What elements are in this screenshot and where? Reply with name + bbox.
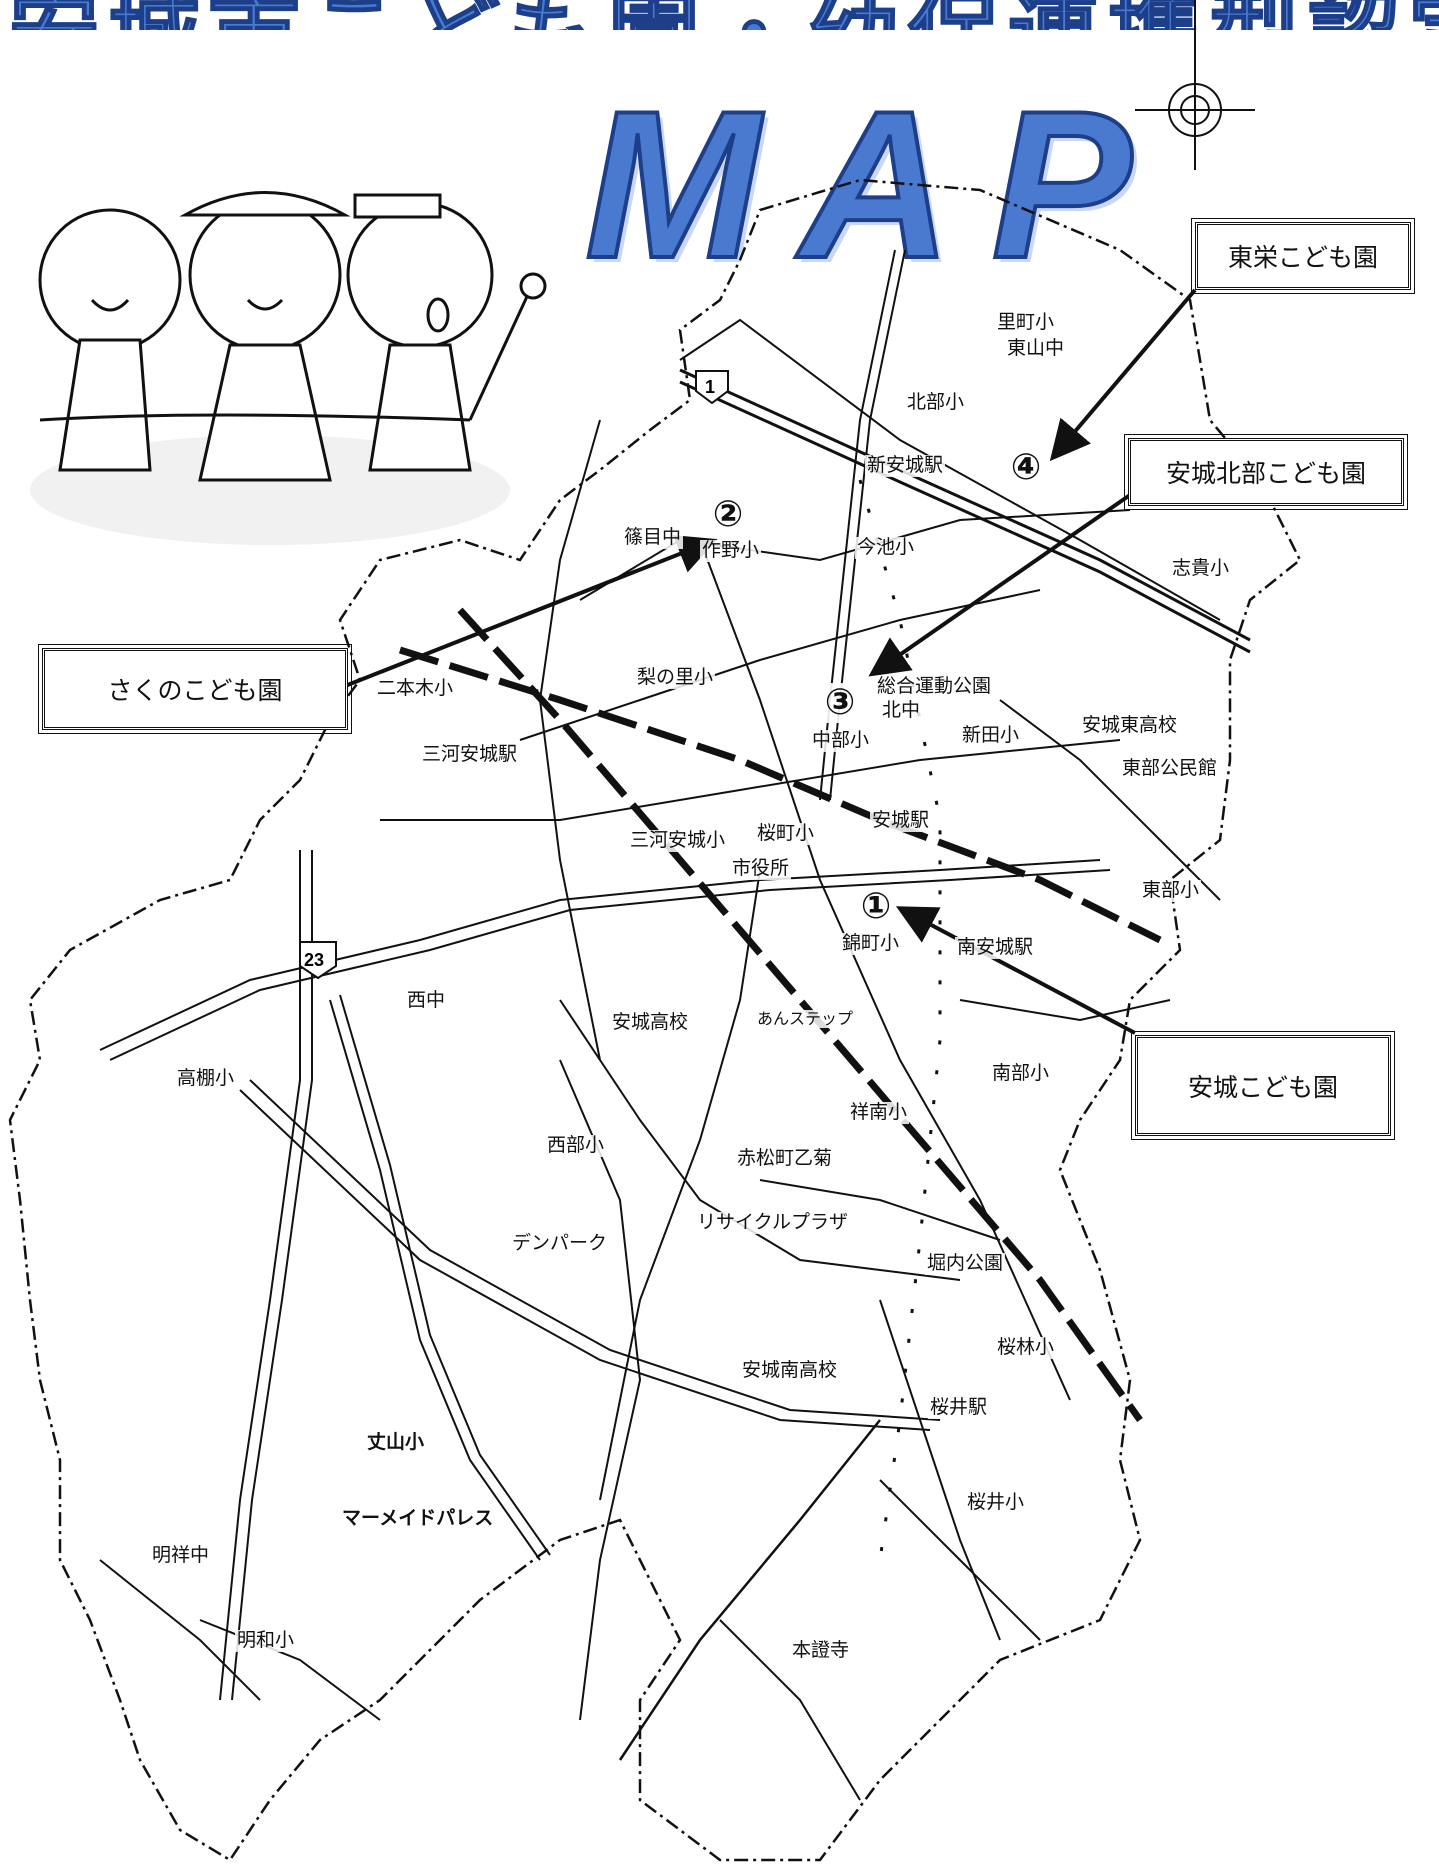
label-minami-anjo-station: 南安城駅	[955, 936, 1036, 959]
label-mikawa-anjo-sho: 三河安城小	[628, 829, 728, 852]
label-shiki: 志貴小	[1170, 557, 1232, 580]
marker-1: ①	[856, 887, 896, 927]
roads	[99, 249, 1221, 1801]
label-sakurai-station: 桜井駅	[928, 1396, 990, 1419]
callout-toei: 東栄こども園	[1191, 218, 1415, 294]
map-title: MAP	[583, 67, 1172, 302]
label-nihongi: 二本木小	[375, 677, 456, 700]
callout-arrows	[344, 288, 1197, 1035]
label-nishichu: 西中	[405, 989, 448, 1012]
label-horiuchi-park: 堀内公園	[925, 1252, 1006, 1275]
marker-4: ④	[1006, 448, 1046, 488]
label-chubu: 中部小	[810, 729, 872, 752]
expressway	[679, 368, 1251, 654]
label-ourin: 桜林小	[995, 1336, 1057, 1359]
label-nanbu: 南部小	[990, 1062, 1052, 1085]
label-nishikimachi: 錦町小	[840, 932, 902, 955]
label-anjo-higashi-hs: 安城東高校	[1080, 714, 1180, 737]
callout-anjo: 安城こども園	[1131, 1031, 1395, 1140]
label-mermaid-palace: マーメイドパレス	[340, 1507, 496, 1530]
label-kitachu: 北中	[880, 699, 923, 722]
route-1-number: 1	[705, 377, 715, 397]
route-1-shield	[695, 370, 729, 405]
label-sakuramachi: 桜町小	[755, 822, 817, 845]
route-23-number: 23	[304, 950, 324, 970]
city-boundary	[8, 178, 1302, 1862]
label-imaike: 今池小	[855, 536, 917, 559]
label-anjo-minami-hs: 安城南高校	[740, 1359, 840, 1382]
label-sakuno: 作野小	[700, 539, 762, 562]
label-shinome: 篠目中	[622, 526, 684, 549]
label-recycle-plaza: リサイクルプラザ	[695, 1211, 851, 1234]
label-sakurai-sho: 桜井小	[965, 1491, 1027, 1514]
label-tobu-sho: 東部小	[1140, 879, 1202, 902]
label-hokubu: 北部小	[905, 391, 967, 414]
label-sogo-park: 総合運動公園	[875, 675, 994, 698]
page-title-banner: 安城市こども園・幼保連携型認定こども園	[0, 0, 1439, 30]
label-tobu-kominkan: 東部公民館	[1120, 757, 1220, 780]
label-denpark: デンパーク	[510, 1232, 610, 1255]
label-mikawa-anjo-station: 三河安城駅	[420, 743, 520, 766]
marker-2: ②	[708, 495, 748, 535]
label-anjo-hs: 安城高校	[610, 1011, 691, 1034]
railways	[398, 479, 1162, 1761]
label-higashiyama: 東山中	[1005, 337, 1067, 360]
label-nashinosato: 梨の里小	[635, 666, 716, 689]
children-illustration	[30, 191, 547, 545]
label-akamatsu: 赤松町乙菊	[735, 1147, 835, 1170]
label-anstep: あんステップ	[755, 1009, 856, 1029]
label-anjo-station: 安城駅	[870, 809, 932, 832]
north-arrow	[1135, 0, 1255, 170]
label-shonan: 祥南小	[848, 1101, 910, 1124]
label-meisho: 明祥中	[150, 1544, 212, 1567]
callout-anjo-hokubu: 安城北部こども園	[1124, 434, 1408, 510]
label-takatana: 高棚小	[175, 1067, 237, 1090]
label-shinanjo-station: 新安城駅	[865, 454, 946, 477]
label-ayama: 丈山小	[365, 1431, 427, 1454]
label-shiyakusho: 市役所	[730, 857, 792, 880]
label-satomachi: 里町小	[995, 311, 1057, 334]
label-honshoji: 本證寺	[790, 1639, 852, 1662]
callout-sakuno: さくのこども園	[38, 644, 352, 734]
label-meiwa: 明和小	[235, 1629, 297, 1652]
label-shinden: 新田小	[960, 724, 1022, 747]
route-23-shield	[299, 941, 337, 980]
label-seibu: 西部小	[545, 1134, 607, 1157]
marker-3: ③	[820, 683, 860, 723]
